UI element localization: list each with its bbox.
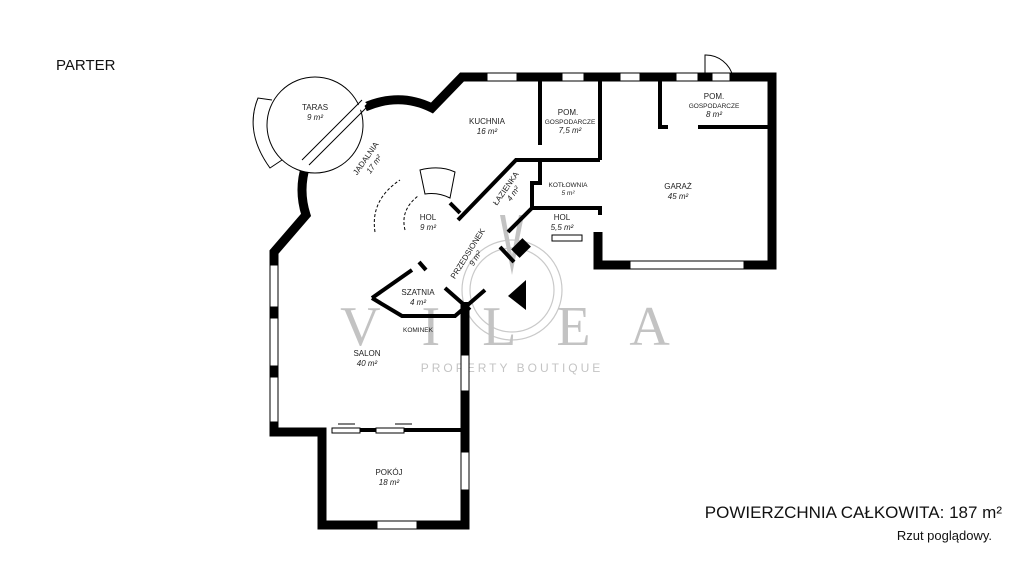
stairs	[373, 167, 456, 233]
entrance-arrow-icon	[508, 280, 526, 310]
terrace-outline	[252, 76, 369, 174]
floor-title: PARTER	[56, 57, 116, 74]
room-pokoj: POKÓJ	[375, 468, 402, 477]
svg-text:45 m²: 45 m²	[668, 192, 689, 201]
room-pom-gospodarcze-1: POM.	[558, 108, 578, 117]
entrance-door	[338, 54, 734, 425]
svg-text:7,5 m²: 7,5 m²	[559, 126, 582, 135]
svg-text:V I L E A: V I L E A	[340, 296, 684, 358]
room-hol-2: HOL	[554, 213, 571, 222]
room-kotlownia: KOTŁOWNIA	[548, 182, 588, 189]
windows	[269, 72, 745, 530]
svg-text:5,5 m²: 5,5 m²	[551, 223, 574, 232]
interior-walls	[370, 77, 768, 318]
room-kuchnia: KUCHNIA	[469, 117, 506, 126]
svg-text:GOSPODARCZE: GOSPODARCZE	[689, 103, 740, 110]
svg-text:5 m²: 5 m²	[562, 190, 576, 197]
svg-text:4 m²: 4 m²	[410, 298, 426, 307]
svg-text:PROPERTY BOUTIQUE: PROPERTY BOUTIQUE	[421, 361, 604, 375]
room-hol-1: HOL	[420, 213, 437, 222]
svg-text:9 m²: 9 m²	[420, 223, 436, 232]
svg-text:16 m²: 16 m²	[477, 127, 498, 136]
svg-text:8 m²: 8 m²	[706, 110, 722, 119]
room-garaz: GARAŻ	[664, 182, 692, 191]
room-szatnia: SZATNIA	[401, 288, 435, 297]
note: Rzut poglądowy.	[896, 528, 992, 543]
total-area: POWIERZCHNIA CAŁKOWITA: 187 m²	[704, 503, 1002, 522]
room-salon: SALON	[353, 349, 380, 358]
svg-text:GOSPODARCZE: GOSPODARCZE	[545, 119, 596, 126]
room-kominek: KOMINEK	[403, 327, 434, 334]
room-taras: TARAS	[302, 103, 328, 112]
svg-text:40 m²: 40 m²	[357, 359, 378, 368]
svg-text:9 m²: 9 m²	[307, 113, 323, 122]
room-pom-gospodarcze-2: POM.	[704, 92, 724, 101]
svg-text:18 m²: 18 m²	[379, 478, 400, 487]
